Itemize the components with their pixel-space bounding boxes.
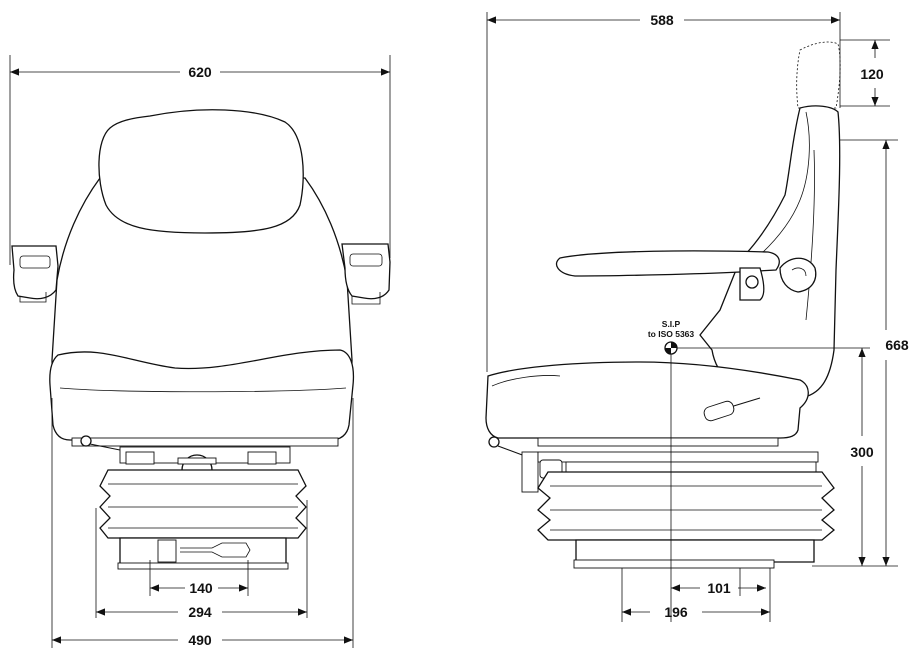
- side-view: S.I.P to ISO 5363: [485, 41, 841, 569]
- side-armrest: [555, 250, 817, 301]
- front-armrest-left: [11, 245, 59, 303]
- dimension-labels: 620 140 294 490 588 120 668 300 101 196: [188, 12, 909, 648]
- side-seat-cushion: [485, 361, 809, 439]
- dimension-lines: [9, 12, 898, 648]
- side-base: [573, 539, 815, 569]
- dim-front-294: 294: [188, 604, 212, 620]
- sip-subtitle: to ISO 5363: [648, 329, 695, 339]
- dim-front-width: 620: [188, 64, 212, 80]
- dim-side-101: 101: [707, 580, 731, 596]
- front-headrest: [98, 109, 304, 234]
- dim-front-140: 140: [189, 580, 213, 596]
- dim-side-depth: 588: [650, 12, 674, 28]
- front-armrest-right: [341, 243, 391, 305]
- dim-side-196: 196: [664, 604, 688, 620]
- dim-side-headrest: 120: [860, 66, 884, 82]
- front-bellows: [99, 469, 307, 539]
- dim-side-sip: 300: [850, 444, 874, 460]
- sip-marker: S.I.P to ISO 5363: [648, 319, 695, 355]
- front-seat-cushion: [49, 349, 355, 441]
- front-base: [117, 537, 289, 570]
- sip-title: S.I.P: [662, 319, 681, 329]
- front-view: [11, 109, 391, 570]
- side-headrest-raised: [796, 41, 841, 109]
- dim-side-height: 668: [885, 337, 909, 353]
- side-bellows: [537, 471, 836, 541]
- dim-front-490: 490: [188, 632, 212, 648]
- front-suspension-top: [71, 435, 339, 486]
